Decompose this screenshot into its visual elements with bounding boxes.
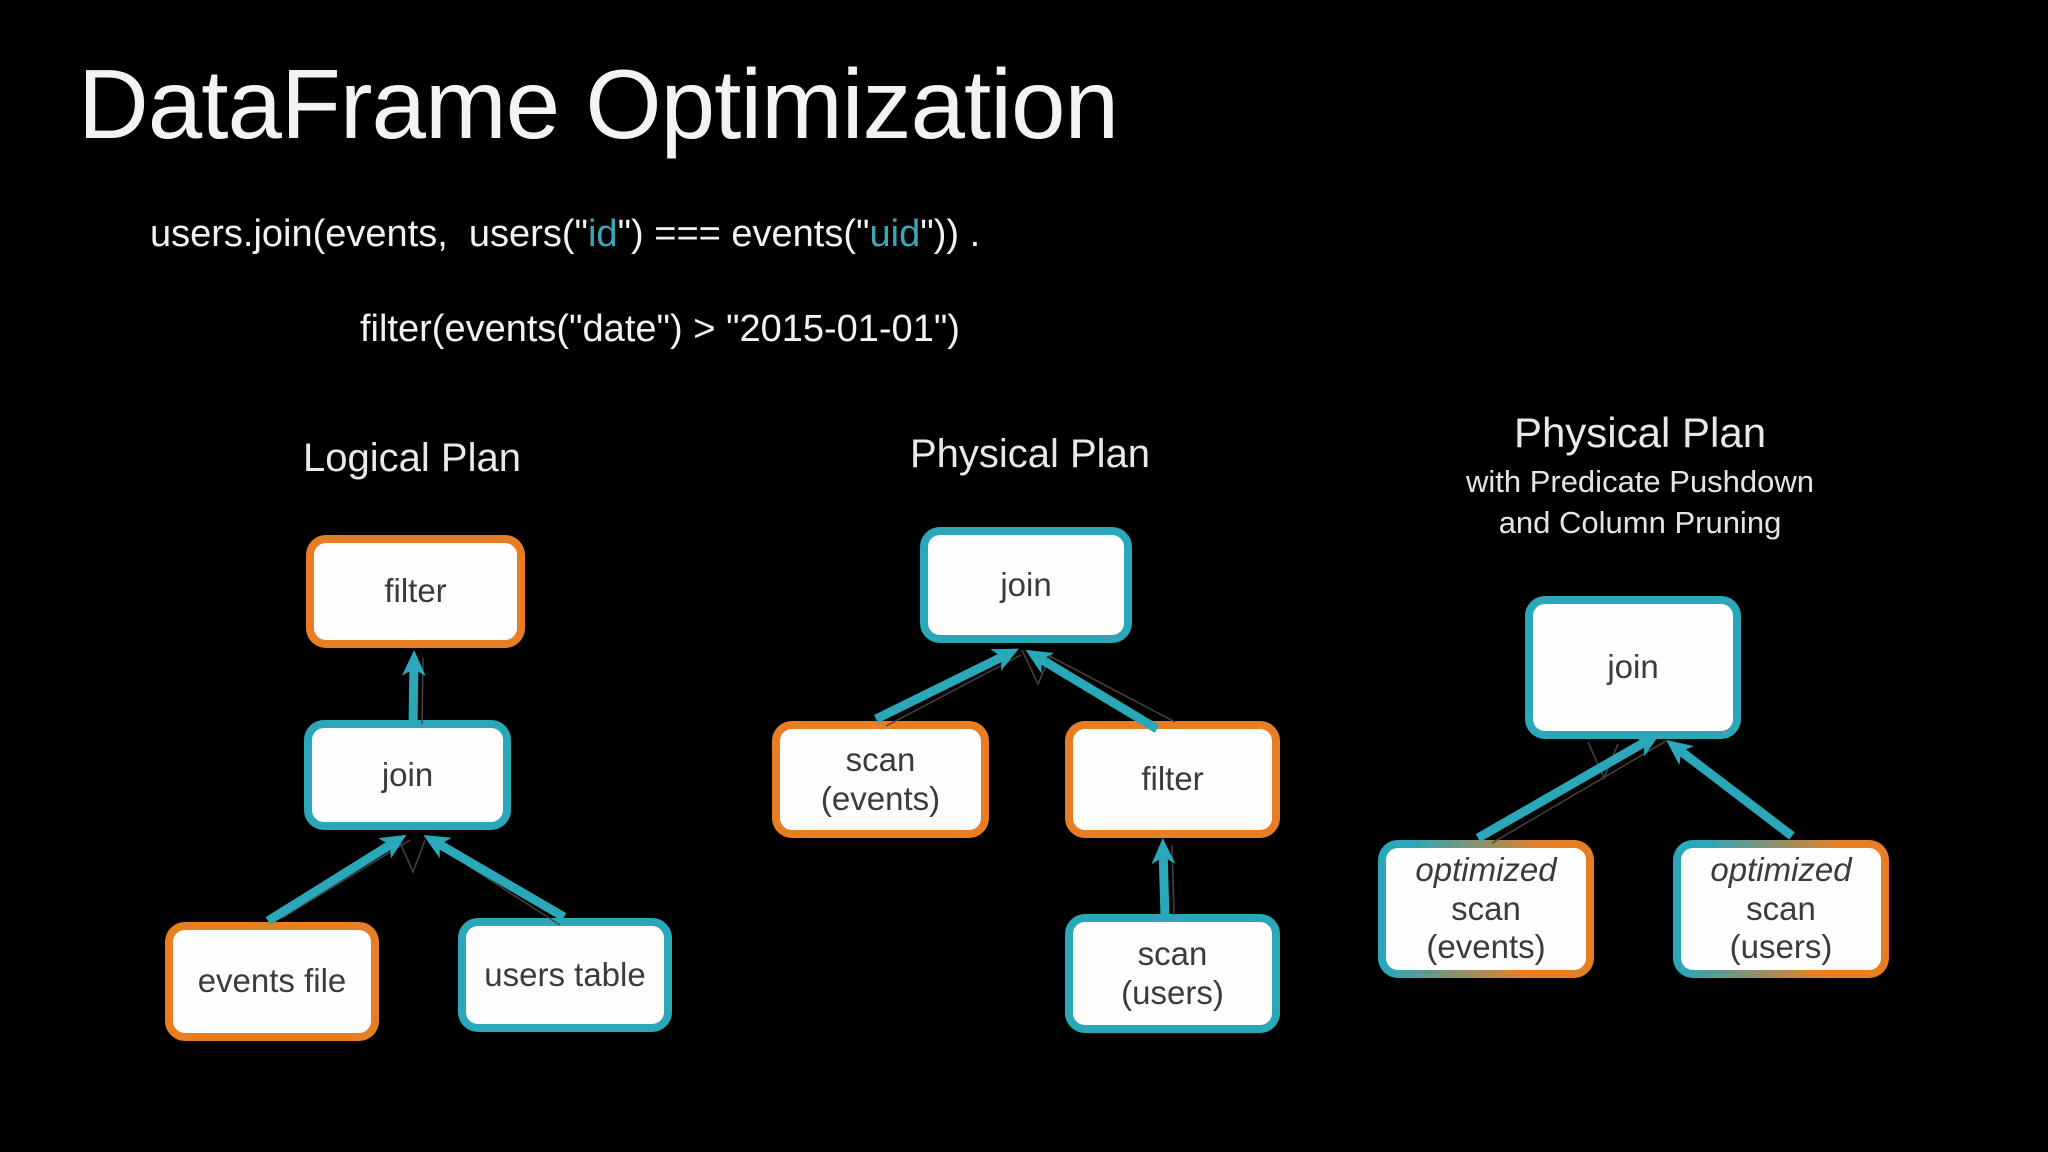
arrow-opt-scan-users-to-join — [1666, 739, 1795, 840]
arrow-echo — [1587, 741, 1619, 781]
arrow-echo — [1171, 844, 1175, 916]
node-label: scan — [1746, 889, 1816, 927]
page-title: DataFrame Optimization — [78, 49, 1119, 159]
node-physical-filter: filter — [1065, 721, 1280, 838]
subtitle-line: with Predicate Pushdown — [1465, 464, 1815, 499]
code-line-1: users.join(events, users("id") === event… — [150, 213, 980, 256]
node-label: join — [381, 755, 434, 793]
node-label: (users) — [1121, 973, 1224, 1011]
heading-physical-plan-optimized: Physical Plan with Predicate Pushdown an… — [1440, 412, 1840, 544]
code-accent-uid: uid — [869, 213, 921, 255]
arrow-users-table-to-join — [423, 834, 567, 921]
node-label: join — [1607, 648, 1659, 686]
code-accent-id: id — [587, 213, 618, 255]
node-label: (events) — [820, 779, 941, 817]
arrow-echo — [421, 657, 424, 725]
heading-subtitle: with Predicate Pushdown and Column Pruni… — [1440, 462, 1840, 544]
node-logical-users-table: users table — [458, 918, 672, 1032]
code-segment: ") === events(" — [617, 213, 870, 255]
arrow-scan-events-to-join — [874, 648, 1019, 724]
arrow-filter-to-join — [1025, 649, 1160, 733]
arrow-scan-users-to-filter — [1151, 838, 1176, 918]
node-optimized-scan-users: optimized scan (users) — [1673, 840, 1889, 978]
arrow-echo — [1041, 651, 1176, 723]
arrow-echo — [397, 837, 426, 875]
node-label: scan — [1137, 934, 1208, 972]
arrow-join-to-filter — [401, 650, 426, 727]
node-logical-join: join — [304, 720, 511, 830]
arrow-echo — [885, 654, 1022, 727]
subtitle-line: and Column Pruning — [1498, 504, 1782, 540]
code-line-2: filter(events("date") > "2015-01-01") — [360, 308, 960, 350]
node-label: filter — [384, 572, 447, 610]
arrow-echo — [281, 839, 411, 919]
arrow-echo — [435, 844, 561, 926]
node-label: (events) — [1426, 928, 1546, 966]
node-logical-filter: filter — [306, 535, 525, 648]
node-label: filter — [1141, 760, 1204, 798]
node-logical-events-file: events file — [165, 922, 379, 1041]
arrow-echo — [1491, 740, 1667, 844]
arrow-opt-scan-events-to-join — [1475, 733, 1661, 842]
node-physical-scan-users: scan (users) — [1065, 914, 1280, 1033]
node-label: optimized — [1710, 850, 1852, 888]
node-label: (users) — [1729, 928, 1833, 966]
heading-logical-plan: Logical Plan — [303, 436, 521, 480]
node-optimized-join: join — [1525, 596, 1741, 739]
heading-title: Physical Plan — [1513, 409, 1767, 456]
node-label: users table — [484, 955, 646, 993]
code-segment: users.join(events, users(" — [150, 213, 588, 255]
node-label: scan — [845, 740, 916, 778]
node-label: join — [1000, 565, 1052, 603]
node-physical-scan-events: scan (events) — [772, 721, 989, 838]
node-label: events file — [197, 962, 347, 1000]
node-optimized-scan-events: optimized scan (events) — [1378, 840, 1594, 978]
node-label: scan — [1451, 889, 1521, 927]
node-label: optimized — [1415, 850, 1557, 888]
node-physical-join: join — [920, 527, 1132, 643]
arrow-echo — [1021, 649, 1053, 686]
heading-physical-plan: Physical Plan — [909, 432, 1151, 476]
code-segment: ")) . — [920, 213, 981, 255]
arrow-events-file-to-join — [265, 834, 407, 925]
